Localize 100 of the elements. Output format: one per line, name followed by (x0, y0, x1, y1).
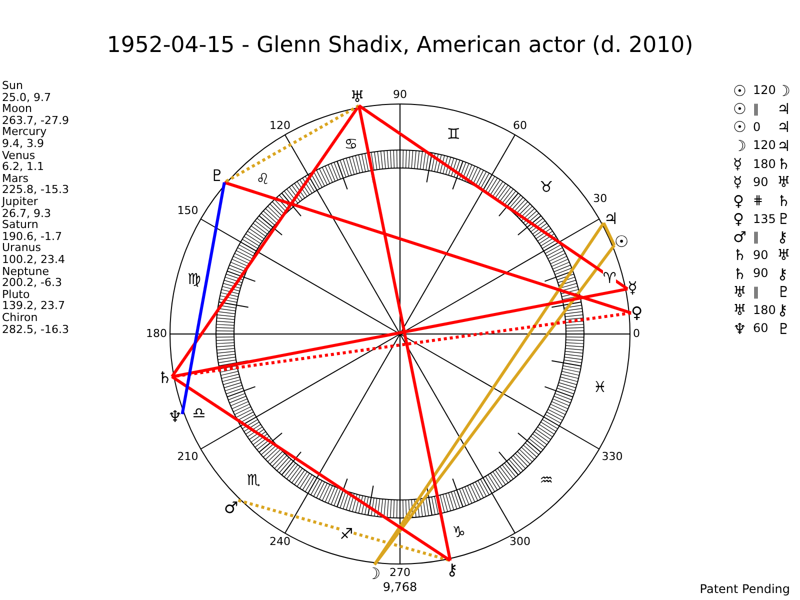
planet-symbol: ♇ (210, 167, 224, 185)
planet-name: Chiron (2, 312, 38, 324)
degree-label: 150 (177, 205, 198, 218)
position-value: 6.2, 1.1 (2, 161, 44, 174)
position-value: 26.7, 9.3 (2, 208, 51, 220)
aspect-line (170, 104, 360, 378)
aspect-label: 180 (753, 304, 776, 318)
zodiac-sign: ♋ (344, 136, 358, 152)
planet-symbol: ☿ (733, 156, 742, 172)
aspect-label: 90 (753, 267, 768, 281)
planet-symbol: ♄ (777, 192, 790, 210)
aspect-line (357, 105, 452, 561)
degree-label: 270 (390, 567, 410, 580)
planet-symbol: ♀ (733, 192, 744, 210)
aspect-label: ⋕ (753, 194, 764, 208)
zodiac-sign: ♌ (256, 170, 270, 188)
planet-name: Mars (2, 172, 28, 185)
position-value: 282.5, -16.3 (2, 324, 69, 336)
aspect-line (602, 222, 616, 246)
chart-title: 1952-04-15 - Glenn Shadix, American actor (d. 2010) (106, 34, 694, 58)
planet-symbol: ♃ (777, 101, 790, 118)
planet-name: Sun (2, 80, 23, 92)
planet-symbol: ☿ (733, 174, 742, 191)
planet-symbol: ⚷ (777, 229, 788, 246)
zodiac-sign: ♎ (192, 404, 206, 422)
planet-symbol: ☉ (733, 101, 746, 118)
aspect-line (224, 104, 360, 184)
planet-symbol: ⚷ (777, 266, 788, 282)
zodiac-sign: ♑ (452, 524, 466, 541)
aspect-line (238, 498, 451, 562)
degree-label: 60 (512, 120, 527, 132)
degree-label: 120 (270, 120, 290, 132)
planet-symbol: ⚷ (446, 560, 458, 578)
aspect-label: 0 (753, 121, 761, 134)
planet-symbol: ♄ (733, 247, 746, 264)
planet-symbol: ♄ (158, 369, 172, 387)
planet-symbol: ♃ (604, 210, 618, 228)
planet-name: Moon (2, 103, 32, 116)
planet-name: Venus (2, 150, 36, 162)
position-value: 25.0, 9.7 (2, 92, 51, 104)
degree-label: 240 (270, 536, 290, 548)
aspect-label: 90 (753, 249, 768, 262)
position-value: 9.4, 3.9 (2, 138, 44, 150)
planet-symbol: ♅ (777, 247, 790, 264)
planet-symbol: ♅ (350, 88, 364, 106)
position-value: 139.2, 23.7 (2, 300, 65, 312)
planet-symbol: ♄ (777, 156, 790, 172)
planet-name: Jupiter (2, 196, 38, 208)
zodiac-sign: ♒ (540, 472, 554, 489)
planet-name: Mercury (2, 126, 47, 138)
planet-symbol: ♅ (733, 284, 746, 301)
planet-symbol: ♅ (777, 174, 790, 191)
planet-symbol: ♀ (733, 210, 744, 228)
aspect-label: 90 (753, 176, 768, 190)
planet-symbol: ☽ (733, 138, 746, 154)
planet-symbol: ♆ (168, 408, 182, 426)
planet-symbol: ☉ (733, 82, 746, 100)
aspect-line (358, 104, 628, 290)
planet-symbol: ♀ (631, 304, 643, 322)
aspect-line (224, 180, 632, 314)
degree-label: 0 (633, 328, 640, 340)
planet-symbol: ♇ (777, 320, 790, 338)
planet-symbol: ☉ (733, 119, 746, 136)
planet-name: Neptune (2, 266, 50, 278)
planet-name: Saturn (2, 219, 38, 232)
position-value: 190.6, -1.7 (2, 230, 62, 243)
aspect-line (180, 182, 226, 414)
aspect-label: 120 (753, 84, 776, 98)
planet-symbol: ♂ (224, 498, 238, 516)
number-label: 9,768 (382, 581, 418, 594)
position-value: 225.8, -15.3 (2, 184, 69, 196)
zodiac-sign: ♉ (540, 179, 554, 196)
degree-label: 330 (602, 450, 623, 463)
zodiac-sign: ♍ (188, 270, 201, 288)
planet-name: Pluto (2, 288, 30, 301)
planet-symbol: ♆ (733, 320, 746, 338)
planet-symbol: ♄ (733, 266, 746, 282)
degree-label: 90 (393, 88, 407, 101)
planet-symbol: ☽ (366, 564, 381, 582)
aspect-label: ∥ (753, 230, 759, 244)
degree-label: 300 (509, 536, 530, 548)
aspect-line (171, 375, 452, 562)
zodiac-sign: ♓ (593, 379, 607, 396)
degree-label: 30 (593, 192, 608, 206)
aspect-label: 120 (753, 139, 776, 152)
planet-symbol: ♅ (733, 302, 746, 319)
aspect-line (172, 287, 628, 378)
planet-symbol: ☉ (614, 233, 629, 252)
planet-symbol: ⚷ (777, 302, 788, 319)
planet-symbol: ♇ (777, 284, 790, 301)
aspect-label: ∥ (753, 102, 759, 116)
zodiac-sign: ♊ (446, 126, 460, 142)
planet-symbol: ♂ (733, 229, 746, 246)
aspect-label: 180 (753, 158, 776, 171)
planet-symbol: ☽ (777, 82, 790, 100)
planet-symbol: ♃ (777, 119, 790, 136)
position-value: 200.2, -6.3 (2, 277, 62, 290)
position-value: 263.7, -27.9 (2, 114, 69, 127)
planet-symbol: ♃ (777, 138, 790, 154)
degree-label: 180 (146, 328, 167, 340)
